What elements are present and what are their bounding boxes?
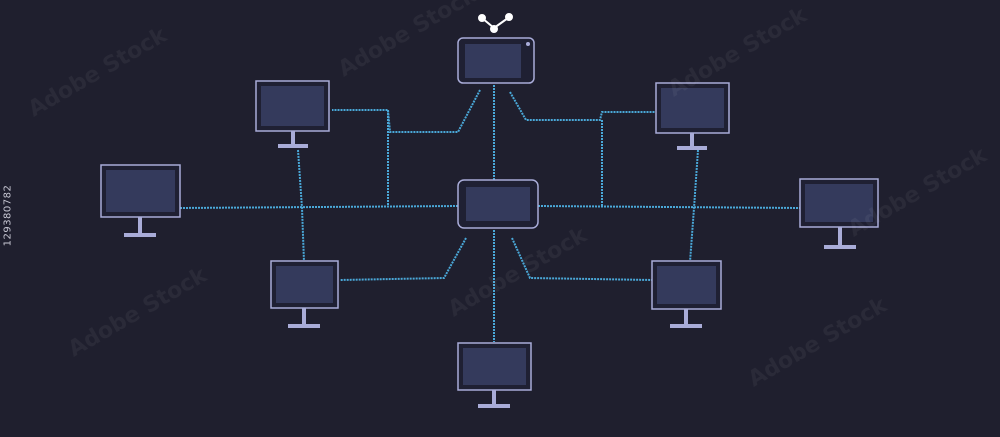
tv-top — [457, 37, 535, 84]
network-links — [179, 85, 801, 342]
link-upper-left-drop — [297, 149, 305, 263]
monitor-bottom — [457, 342, 532, 408]
monitor-lower-left — [270, 260, 339, 328]
monitor-icon — [100, 164, 181, 237]
link-hub-to-lower-right — [511, 237, 653, 281]
monitor-upper-left — [255, 80, 330, 148]
monitor-icon — [270, 260, 339, 328]
monitor-upper-right — [655, 82, 730, 150]
stock-id-label: 129380782 — [2, 184, 14, 247]
monitor-lower-right — [651, 260, 722, 328]
monitor-icon — [255, 80, 330, 148]
monitor-icon — [651, 260, 722, 328]
monitor-icon — [457, 342, 532, 408]
share-icon — [478, 13, 513, 33]
link-tv-to-upper-right — [509, 91, 656, 121]
monitor-icon — [655, 82, 730, 150]
link-upper-right-drop — [689, 149, 699, 263]
monitor-far-right — [799, 178, 879, 249]
tv-icon — [457, 37, 535, 84]
link-backbone-left — [179, 205, 459, 209]
link-tv-to-upper-left — [332, 89, 481, 133]
monitor-far-left — [100, 164, 181, 237]
link-hub-to-lower-left — [339, 237, 467, 281]
monitor-icon — [457, 179, 539, 229]
monitor-icon — [799, 178, 879, 249]
hub-center — [457, 179, 539, 229]
link-backbone-right — [537, 205, 801, 209]
